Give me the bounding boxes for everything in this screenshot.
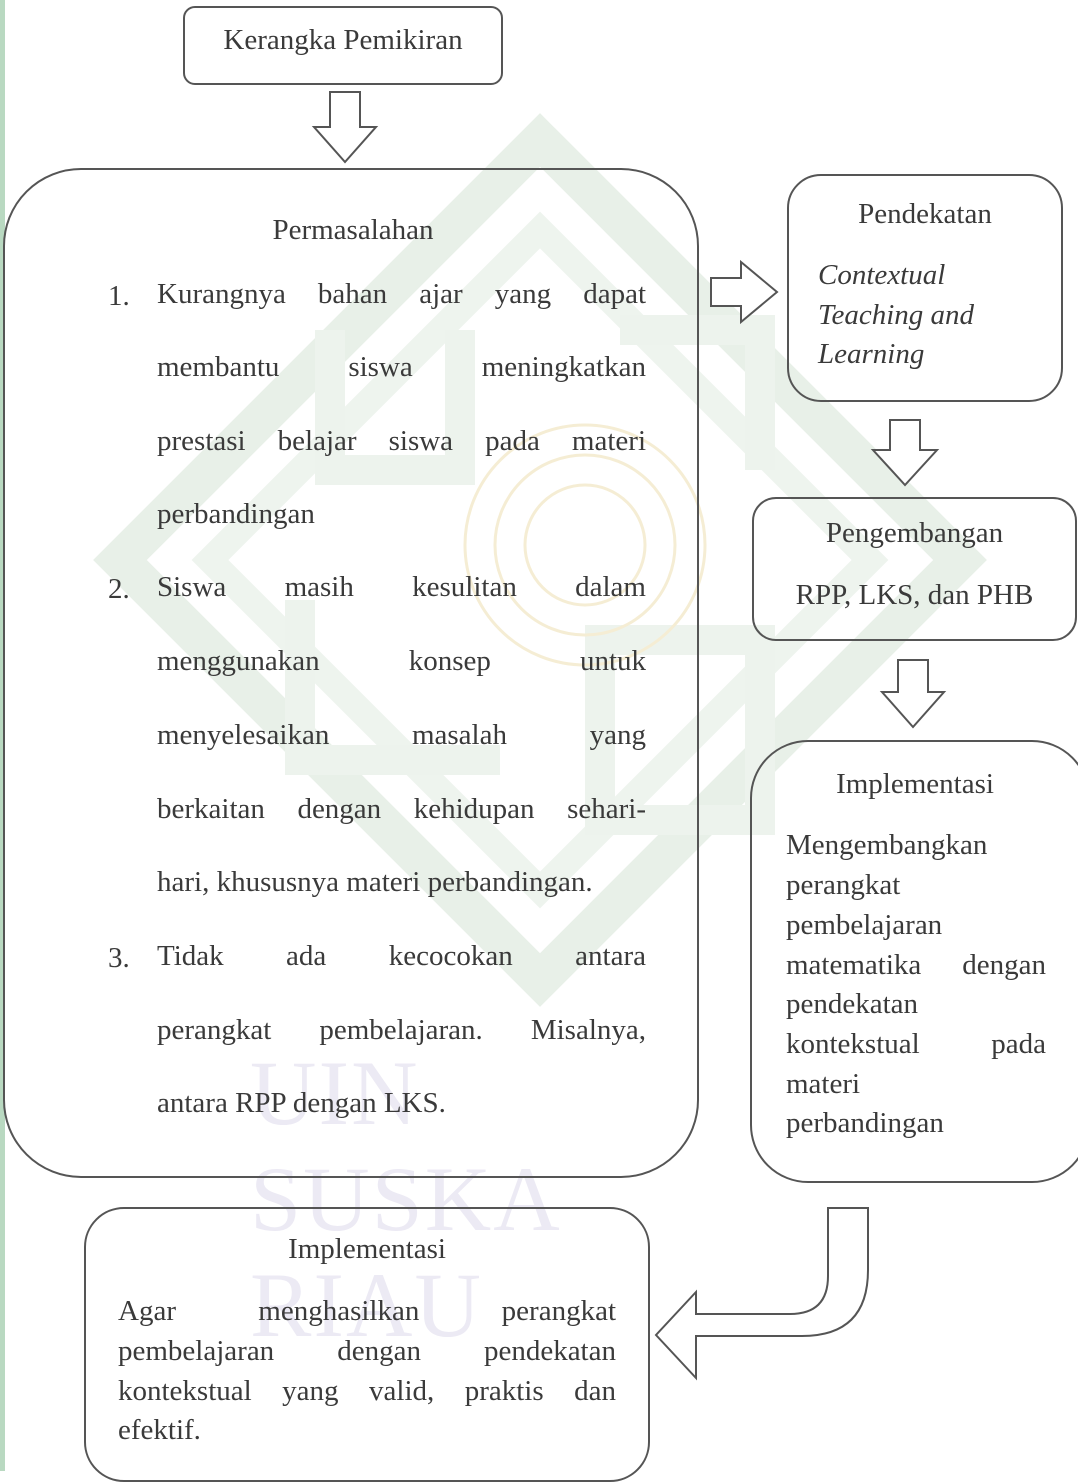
arrow-right-approach: [710, 259, 779, 325]
problem-item-2-number: 2.: [108, 573, 130, 605]
problem-item-2-line-4: berkaitan dengan kehidupan sehari-: [157, 793, 646, 825]
problem-heading: Permasalahan: [272, 214, 434, 246]
problem-item-3-line-2: perangkat pembelajaran. Misalnya,: [157, 1014, 646, 1046]
page-edge-strip: [0, 0, 5, 1471]
arrow-down-title: [311, 91, 379, 164]
problem-item-2-line-2: menggunakan konsep untuk: [157, 645, 646, 677]
title-label: Kerangka Pemikiran: [223, 24, 463, 56]
arrow-curved-result: [654, 1207, 869, 1381]
problem-item-3-number: 3.: [108, 942, 130, 974]
implementation-line-6: kontekstual pada: [786, 1028, 1046, 1060]
problem-item-2-line-1: Siswa masih kesulitan dalam: [157, 571, 646, 603]
problem-item-2-line-3: menyelesaikan masalah yang: [157, 719, 646, 751]
problem-item-1-number: 1.: [108, 280, 130, 312]
implementation-line-3: pembelajaran: [786, 909, 943, 941]
development-body: RPP, LKS, dan PHB: [795, 579, 1034, 611]
problem-item-3-line-3: antara RPP dengan LKS.: [157, 1087, 446, 1119]
watermark-text: UIN SUSKA RIAU: [250, 1042, 557, 1356]
result-line-3: kontekstual yang valid, praktis dan: [118, 1375, 616, 1407]
implementation-box: [750, 740, 1078, 1183]
title-box: [183, 6, 503, 85]
problem-item-1-line-3: prestasi belajar siswa pada materi: [157, 425, 646, 457]
problem-item-3-line-1: Tidak ada kecocokan antara: [157, 940, 646, 972]
approach-line-3: Learning: [818, 338, 925, 370]
development-heading: Pengembangan: [825, 517, 1004, 549]
implementation-line-1: Mengembangkan: [786, 829, 988, 861]
approach-box: [787, 174, 1063, 402]
implementation-line-8: perbandingan: [786, 1107, 944, 1139]
result-heading: Implementasi: [288, 1233, 446, 1265]
implementation-line-2: perangkat: [786, 869, 901, 901]
approach-line-1: Contextual: [818, 259, 946, 291]
problem-item-1-line-1: Kurangnya bahan ajar yang dapat: [157, 278, 646, 310]
implementation-line-5: pendekatan: [786, 988, 919, 1020]
approach-heading: Pendekatan: [858, 198, 992, 230]
arrow-down-development: [870, 419, 940, 487]
problem-item-1-line-2: membantu siswa meningkatkan: [157, 351, 646, 383]
result-line-2: pembelajaran dengan pendekatan: [118, 1335, 616, 1367]
development-box: [752, 497, 1077, 641]
problem-item-2-line-5: hari, khususnya materi perbandingan.: [157, 866, 593, 898]
problem-item-1-line-4: perbandingan: [157, 498, 315, 530]
result-line-1: Agar menghasilkan perangkat: [118, 1295, 616, 1327]
implementation-line-4: matematika dengan: [786, 949, 1046, 981]
arrow-down-implementation: [879, 659, 947, 729]
result-line-4: efektif.: [118, 1414, 201, 1446]
implementation-heading: Implementasi: [836, 768, 994, 800]
implementation-line-7: materi: [786, 1068, 861, 1100]
problem-box: [3, 168, 699, 1178]
approach-line-2: Teaching and: [818, 299, 975, 331]
